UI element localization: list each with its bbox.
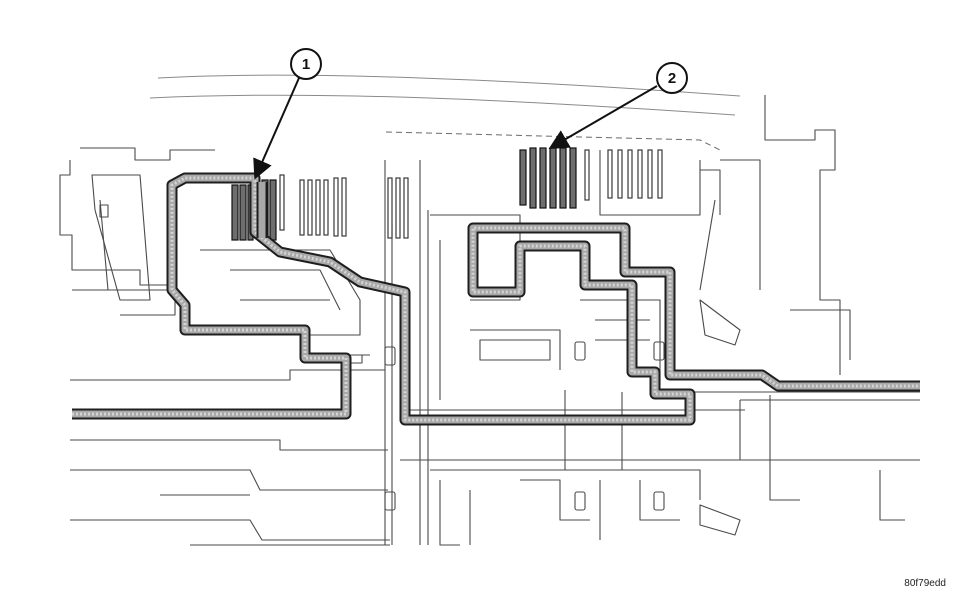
callout-2-label: 2 <box>668 70 676 87</box>
callout-1: 1 <box>253 48 322 180</box>
figure-code: 80f79edd <box>904 578 946 589</box>
callout-2: 2 <box>548 62 688 150</box>
clutch-pack-2 <box>519 147 721 291</box>
clutch-pack-1 <box>231 174 347 241</box>
fluid-path-1 <box>72 172 920 426</box>
middle-clutch-plates <box>387 177 409 239</box>
callout-1-label: 1 <box>302 56 310 73</box>
